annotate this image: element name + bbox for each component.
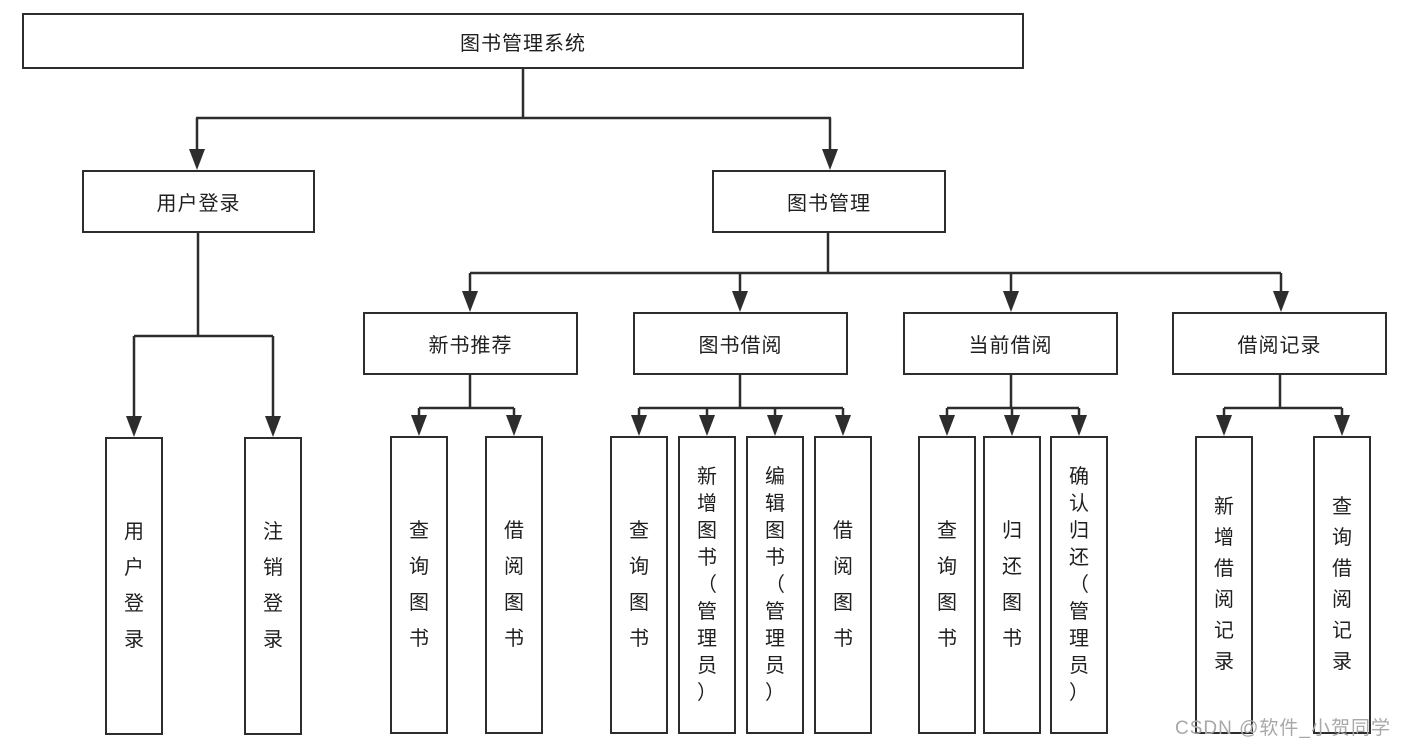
connector-path xyxy=(132,69,1344,418)
arrowhead xyxy=(1216,415,1232,436)
leaf-label: 查询图书 xyxy=(409,520,429,650)
arrowhead xyxy=(1334,415,1350,436)
leaf-borrow-books-borrowing: 借阅图书 xyxy=(814,436,872,734)
arrowhead xyxy=(411,415,427,436)
node-user-login: 用户登录 xyxy=(82,170,315,233)
root-node-label: 图书管理系统 xyxy=(460,32,586,55)
leaf-label: 查询图书 xyxy=(937,520,957,650)
arrowhead xyxy=(822,149,838,170)
node-user-login-label: 用户登录 xyxy=(156,193,241,215)
arrowhead xyxy=(1273,291,1289,312)
leaf-logout: 注销登录 xyxy=(244,437,302,735)
leaf-label: 查询图书 xyxy=(629,520,649,650)
arrowhead xyxy=(1003,291,1019,312)
node-book-management-label: 图书管理 xyxy=(787,193,871,215)
arrowhead xyxy=(939,415,955,436)
leaf-query-books-borrowing: 查询图书 xyxy=(610,436,668,734)
leaf-label: 借阅图书 xyxy=(504,520,524,650)
group-node-borrowing-records: 借阅记录 xyxy=(1172,312,1387,375)
leaf-edit-book-admin: 编辑图书（管理员） xyxy=(746,436,804,734)
arrowhead xyxy=(1004,415,1020,436)
group-node-book-borrowing: 图书借阅 xyxy=(633,312,848,375)
group-label: 图书借阅 xyxy=(698,335,783,357)
csdn-watermark: CSDN @软件_小贺同学 xyxy=(1175,718,1391,739)
arrowhead xyxy=(126,416,142,437)
leaf-label: 借阅图书 xyxy=(833,520,853,650)
leaf-label: 新增图书（管理员） xyxy=(697,465,717,704)
leaf-borrow-books-recommend: 借阅图书 xyxy=(485,436,543,734)
group-label: 借阅记录 xyxy=(1237,335,1322,357)
leaf-label: 归还图书 xyxy=(1002,520,1022,650)
arrowhead xyxy=(189,149,205,170)
leaf-label: 注销登录 xyxy=(263,521,283,651)
leaf-return-books: 归还图书 xyxy=(983,436,1041,734)
arrowhead xyxy=(699,415,715,436)
leaf-label: 用户登录 xyxy=(124,521,144,651)
leaf-add-book-admin: 新增图书（管理员） xyxy=(678,436,736,734)
leaf-query-borrowing-record: 查询借阅记录 xyxy=(1313,436,1371,734)
arrowheads xyxy=(126,149,1350,437)
leaf-query-books-current: 查询图书 xyxy=(918,436,976,734)
leaf-add-borrowing-record: 新增借阅记录 xyxy=(1195,436,1253,734)
group-node-current-borrowing: 当前借阅 xyxy=(903,312,1118,375)
leaf-user-login: 用户登录 xyxy=(105,437,163,735)
arrowhead xyxy=(265,416,281,437)
root-node: 图书管理系统 xyxy=(22,13,1024,69)
arrowhead xyxy=(462,291,478,312)
leaf-label: 新增借阅记录 xyxy=(1214,496,1234,673)
group-label: 当前借阅 xyxy=(968,335,1053,357)
leaf-label: 查询借阅记录 xyxy=(1332,496,1352,673)
arrowhead xyxy=(506,415,522,436)
leaf-query-books-recommend: 查询图书 xyxy=(390,436,448,734)
leaf-label: 编辑图书（管理员） xyxy=(765,465,785,704)
group-label: 新书推荐 xyxy=(428,335,513,357)
group-node-new-book-recommendation: 新书推荐 xyxy=(363,312,578,375)
arrowhead xyxy=(767,415,783,436)
arrowhead xyxy=(1071,415,1087,436)
leaf-confirm-return-admin: 确认归还（管理员） xyxy=(1050,436,1108,734)
arrowhead xyxy=(835,415,851,436)
node-book-management: 图书管理 xyxy=(712,170,946,233)
arrowhead xyxy=(732,291,748,312)
leaf-label: 确认归还（管理员） xyxy=(1069,465,1089,704)
arrowhead xyxy=(631,415,647,436)
